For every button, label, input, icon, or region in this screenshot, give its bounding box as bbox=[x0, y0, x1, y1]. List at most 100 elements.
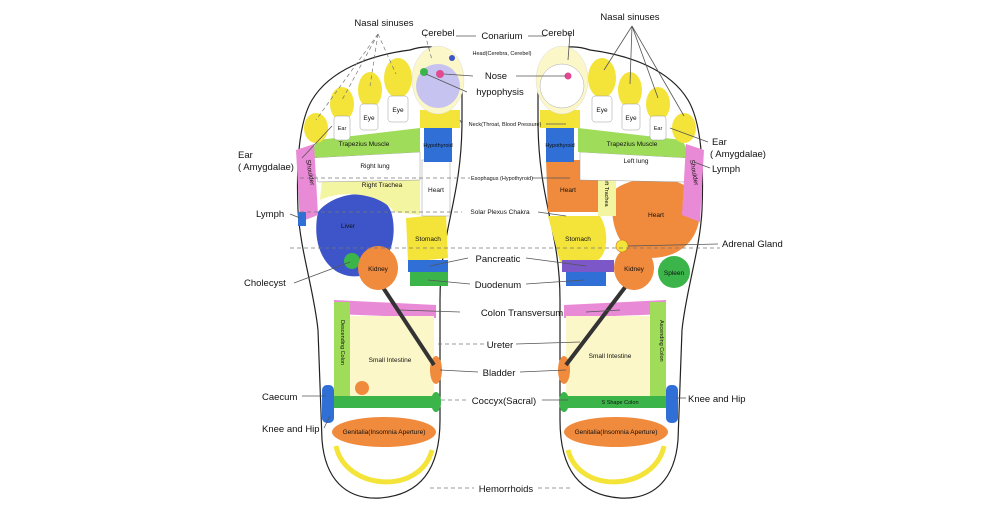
right-pancreatic-zone bbox=[562, 260, 614, 272]
left-toe-4 bbox=[330, 87, 354, 121]
right-kidney-zone bbox=[614, 246, 654, 290]
right-eye-zone-2 bbox=[621, 103, 641, 131]
left-ureter bbox=[380, 284, 436, 367]
right-ascending-colon-zone bbox=[650, 302, 666, 396]
left-head-zone bbox=[416, 64, 460, 108]
right-small-intestine-zone bbox=[566, 316, 650, 396]
right-head-zone bbox=[539, 63, 585, 109]
left-heel-band bbox=[333, 445, 435, 485]
left-heart-label: Heart bbox=[428, 187, 444, 194]
left-hypothyroid-zone bbox=[424, 128, 452, 162]
label-duodenum: Duodenum bbox=[475, 280, 522, 291]
left-eye-zone-2 bbox=[359, 103, 379, 131]
right-adrenal-gland-zone bbox=[615, 239, 629, 253]
right-nose-dot bbox=[564, 72, 572, 80]
left-lower-band bbox=[334, 396, 436, 408]
right-ascending-colon-label: Ascending Colon bbox=[658, 320, 664, 362]
right-heart-zone bbox=[612, 178, 700, 258]
left-neck-zone bbox=[420, 110, 460, 128]
left-shoulder-zone bbox=[296, 144, 318, 222]
left-foot: Genitalia(Insomnia Aperture) Descending … bbox=[296, 45, 465, 499]
left-right-trachea-zone bbox=[320, 178, 420, 215]
left-caecum-patch bbox=[322, 385, 334, 423]
right-toe-4 bbox=[646, 87, 670, 121]
left-trapezius-label: Trapezius Muscle bbox=[339, 141, 390, 148]
right-left-lung-label: Left lung bbox=[624, 158, 649, 165]
left-hypothyroid-label: Hypothyroid bbox=[423, 143, 452, 149]
right-duodenum-zone bbox=[566, 272, 606, 286]
left-genitalia-label: Genitalia(Insomnia Aperture) bbox=[343, 429, 426, 436]
label-coccyx: Coccyx(Sacral) bbox=[472, 396, 536, 407]
left-caecum-circle bbox=[355, 381, 369, 395]
left-liver-label: Liver bbox=[341, 223, 356, 230]
label-cerebel-right: Cerebel bbox=[541, 28, 574, 39]
label-amygdalae-left: ( Amygdalae) bbox=[238, 162, 294, 173]
right-ear-zone-label: Ear bbox=[654, 126, 663, 132]
left-genitalia-zone bbox=[332, 417, 436, 447]
left-colon-transversum-zone bbox=[334, 300, 436, 318]
left-eye-label-2: Eye bbox=[363, 115, 375, 122]
left-kidney-label: Kidney bbox=[368, 266, 389, 273]
left-right-trachea-label: Right Trachea bbox=[362, 182, 403, 189]
right-stomach-label: Stomach bbox=[565, 236, 591, 243]
right-foot: Genitalia(Insomnia Aperture) Ascending C… bbox=[535, 45, 704, 499]
label-hypophysis: hypophysis bbox=[476, 87, 524, 98]
right-ear-zone bbox=[649, 115, 667, 141]
label-knee-hip-right: Knee and Hip bbox=[688, 394, 746, 405]
right-left-trachea-label: Left Trachea bbox=[603, 176, 609, 208]
right-heel-band bbox=[565, 445, 667, 485]
left-heart-zone bbox=[421, 159, 451, 217]
label-pancreatic: Pancreatic bbox=[476, 254, 521, 265]
right-s-shape-colon-label: S Shape Colon bbox=[602, 400, 639, 406]
right-heart-label: Heart bbox=[648, 212, 664, 219]
label-lymph-right: Lymph bbox=[712, 164, 740, 175]
right-spleen-label: Spleen bbox=[664, 270, 685, 277]
left-cholecyst-zone bbox=[344, 253, 360, 269]
right-eye-label-2: Eye bbox=[625, 115, 637, 122]
left-trapezius-zone bbox=[308, 128, 420, 158]
label-solar-plexus: Solar Plexus Chakra bbox=[470, 209, 530, 216]
label-hemorrhoids: Hemorrhoids bbox=[479, 484, 534, 495]
left-pancreatic-zone bbox=[408, 260, 448, 272]
right-toe-2 bbox=[588, 58, 616, 98]
left-coccyx-zone bbox=[431, 392, 441, 412]
right-spleen-zone bbox=[658, 256, 690, 288]
right-trapezius-zone bbox=[578, 128, 692, 158]
left-eye-label-1: Eye bbox=[392, 107, 404, 114]
label-knee-hip-left: Knee and Hip bbox=[262, 424, 320, 435]
left-ear-zone bbox=[333, 115, 351, 141]
left-hypophysis-dot bbox=[420, 68, 428, 76]
right-eye-zone-1 bbox=[591, 95, 613, 123]
left-descending-colon-label: Descending Colon bbox=[339, 320, 345, 365]
right-hypothyroid-label: Hypothyroid bbox=[545, 143, 574, 149]
right-s-shape-colon-zone bbox=[564, 396, 666, 408]
label-ear-left: Ear bbox=[238, 150, 253, 161]
label-neck: Neck(Throat, Blood Pressure) bbox=[469, 122, 542, 128]
left-toe-5 bbox=[304, 113, 328, 143]
label-esophagus: Esophagus (Hypothyroid) bbox=[471, 176, 533, 182]
label-colon-transversum: Colon Transversum bbox=[481, 308, 563, 319]
right-trapezius-label: Trapezius Muscle bbox=[607, 141, 658, 148]
label-ear-right: Ear bbox=[712, 137, 727, 148]
right-shoulder-label: Shoulder bbox=[688, 159, 700, 187]
right-coccyx-zone bbox=[559, 392, 569, 412]
left-duodenum-zone bbox=[410, 272, 448, 286]
right-eye-label-1: Eye bbox=[596, 107, 608, 114]
right-stomach-zone bbox=[548, 216, 607, 262]
left-nose-dot bbox=[436, 70, 444, 78]
label-nasal-sinuses-left: Nasal sinuses bbox=[354, 18, 413, 29]
right-genitalia-zone bbox=[564, 417, 668, 447]
left-toe-2 bbox=[384, 58, 412, 98]
left-kidney-zone bbox=[358, 246, 398, 290]
label-cholecyst: Cholecyst bbox=[244, 278, 286, 289]
label-nose: Nose bbox=[485, 71, 507, 82]
right-toe-5 bbox=[672, 113, 696, 143]
label-ureter: Ureter bbox=[487, 340, 513, 351]
right-genitalia-label: Genitalia(Insomnia Aperture) bbox=[575, 429, 658, 436]
right-toe-3 bbox=[618, 72, 642, 108]
label-nasal-sinuses-right: Nasal sinuses bbox=[600, 12, 659, 23]
left-lymph-patch bbox=[298, 212, 306, 226]
left-conarium-dot bbox=[449, 55, 455, 61]
